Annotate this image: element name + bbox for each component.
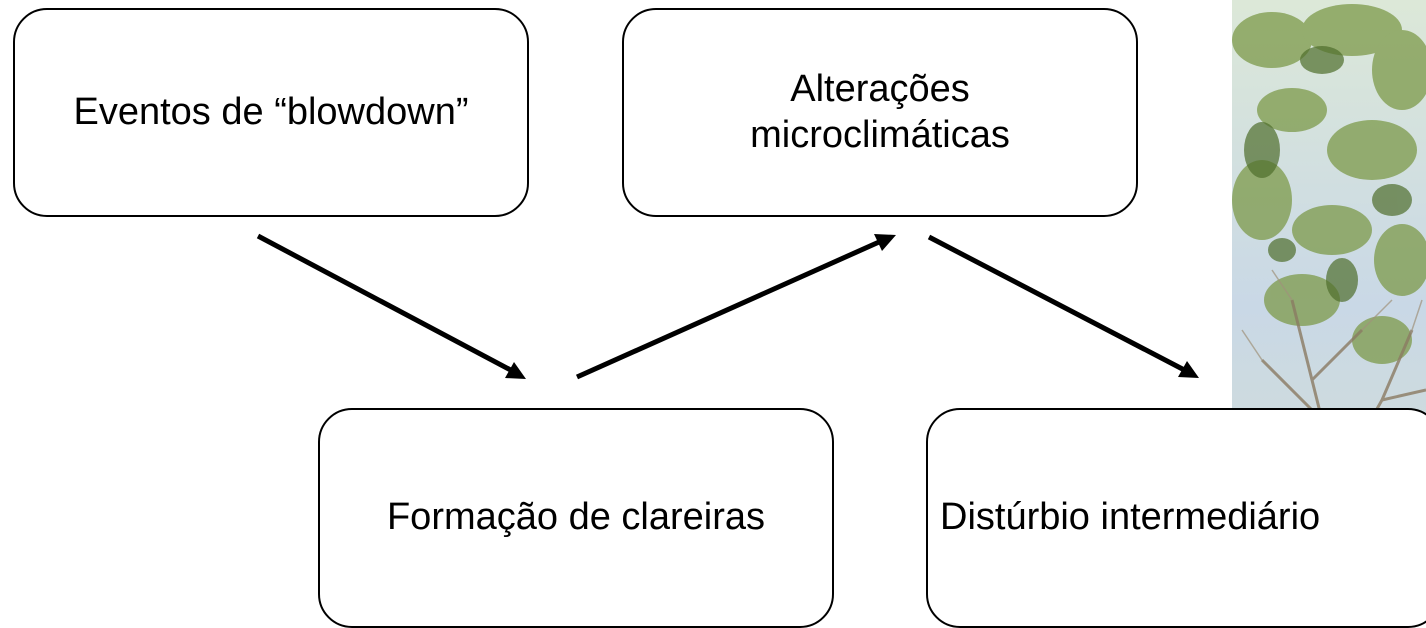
arrowhead-alteracoes-to-disturbio (1178, 361, 1199, 378)
node-label: Formação de clareiras (386, 496, 766, 539)
node-label-line-1: Alterações (790, 67, 970, 110)
node-label: Eventos de “blowdown” (73, 90, 469, 133)
arrowhead-blowdown-to-clareiras (505, 362, 526, 379)
node-eventos-blowdown: Eventos de “blowdown” (13, 8, 529, 217)
node-formacao-clareiras: Formação de clareiras (318, 408, 834, 628)
node-label: Distúrbio intermediário (940, 496, 1321, 539)
arrow-alteracoes-to-disturbio (927, 234, 1194, 377)
arrows-layer (256, 233, 1199, 380)
arrow-blowdown-to-clareiras (256, 233, 522, 378)
node-alteracoes-microclimaticas: Alterações microclimáticas (622, 8, 1138, 217)
arrow-clareiras-to-alteracoes (575, 235, 890, 380)
node-disturbio-intermediario: Distúrbio intermediário (926, 408, 1426, 628)
node-label-line-2: microclimáticas (750, 113, 1010, 156)
arrowhead-clareiras-to-alteracoes (874, 234, 896, 251)
node-label: Alterações microclimáticas (750, 67, 1010, 158)
